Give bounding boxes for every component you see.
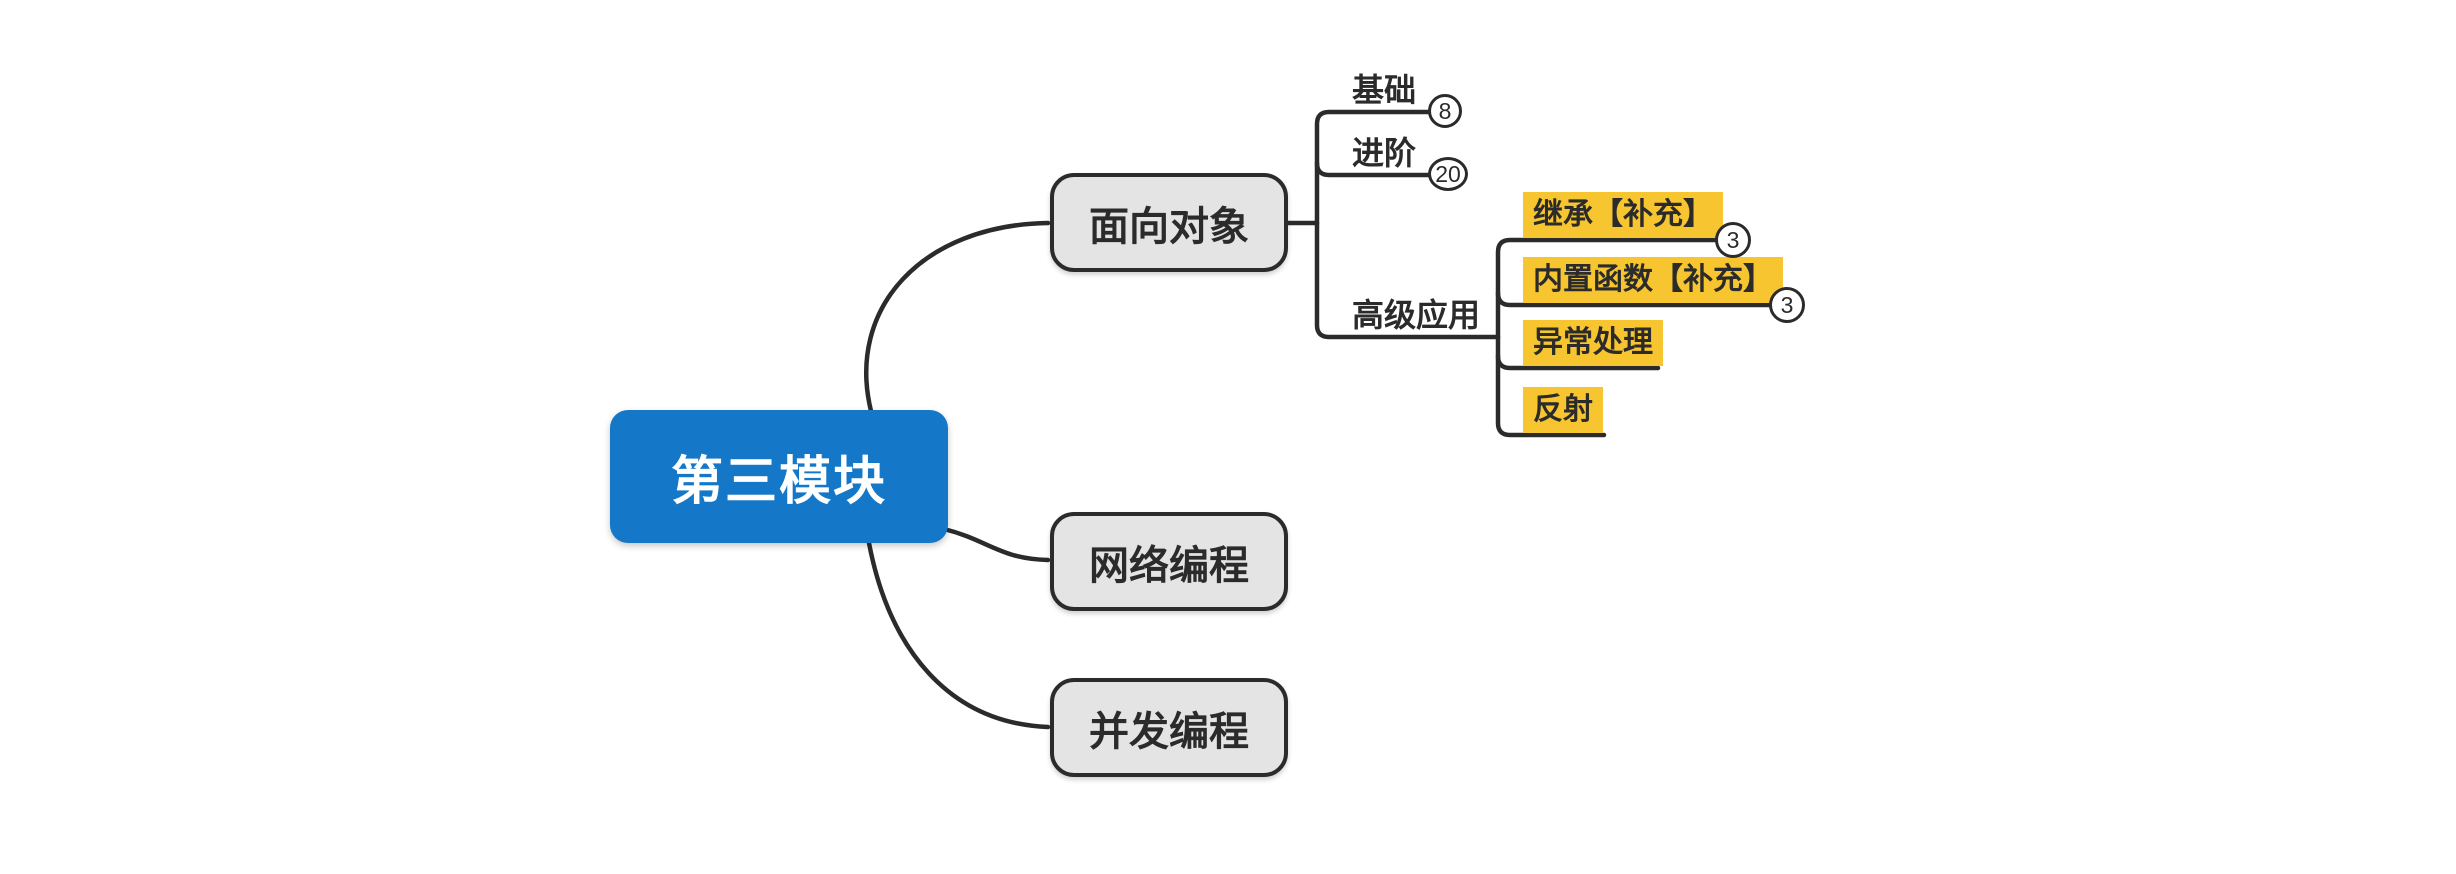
- collapse-badge-inherit[interactable]: 3: [1715, 222, 1751, 258]
- edge-oop-children-spine: [1314, 109, 1501, 340]
- edge-builtin-underline: [1495, 290, 1773, 308]
- edge-root-network: [941, 526, 1051, 563]
- edge-root-concurrency: [866, 540, 1051, 730]
- topic-oop[interactable]: 面向对象: [1050, 173, 1288, 272]
- collapse-badge-basics[interactable]: 8: [1428, 94, 1462, 128]
- edge-hiapp-children-spine: [1495, 237, 1719, 438]
- topic-concurrency[interactable]: 并发编程: [1050, 678, 1288, 777]
- subtopic-basics[interactable]: 基础: [1352, 72, 1417, 108]
- subtopic-hiapp[interactable]: 高级应用: [1352, 297, 1481, 333]
- subtopic-inherit-supplement[interactable]: 继承【补充】: [1523, 192, 1723, 238]
- subtopic-reflection[interactable]: 反射: [1523, 387, 1603, 433]
- edge-root-oop: [864, 220, 1051, 414]
- subtopic-builtin-supplement[interactable]: 内置函数【补充】: [1523, 257, 1783, 303]
- topic-network[interactable]: 网络编程: [1050, 512, 1288, 611]
- edge-advanced-underline: [1314, 160, 1433, 178]
- collapse-badge-advanced[interactable]: 20: [1428, 157, 1468, 191]
- collapse-badge-builtin[interactable]: 3: [1769, 287, 1805, 323]
- subtopic-advanced[interactable]: 进阶: [1352, 135, 1417, 171]
- subtopic-exception[interactable]: 异常处理: [1523, 320, 1663, 366]
- root-topic[interactable]: 第三模块: [610, 410, 948, 543]
- edge-exception-underline: [1495, 353, 1661, 371]
